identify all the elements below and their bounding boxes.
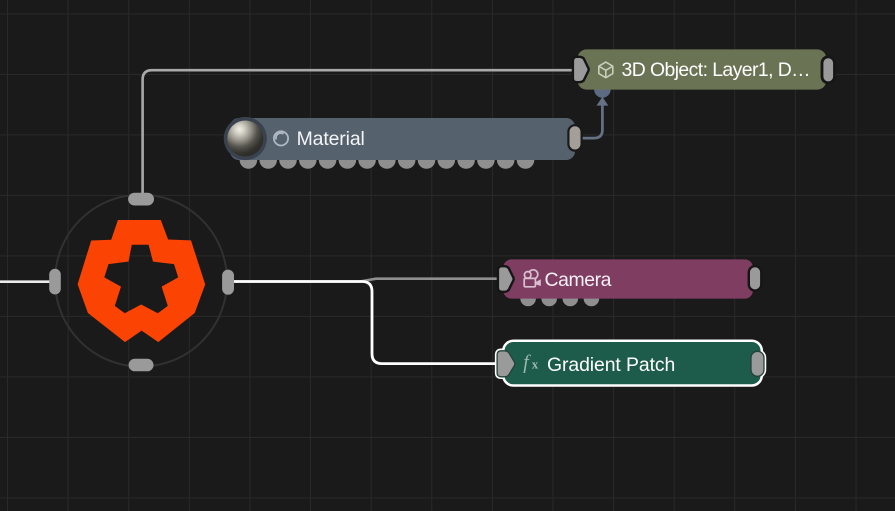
svg-text:Material: Material [297,128,365,150]
svg-text:Camera: Camera [545,269,612,291]
svg-text:f: f [523,353,531,374]
svg-text:x: x [532,356,539,371]
svg-text:Gradient Patch: Gradient Patch [547,354,675,376]
svg-text:3D Object: Layer1, D…: 3D Object: Layer1, D… [622,59,810,81]
